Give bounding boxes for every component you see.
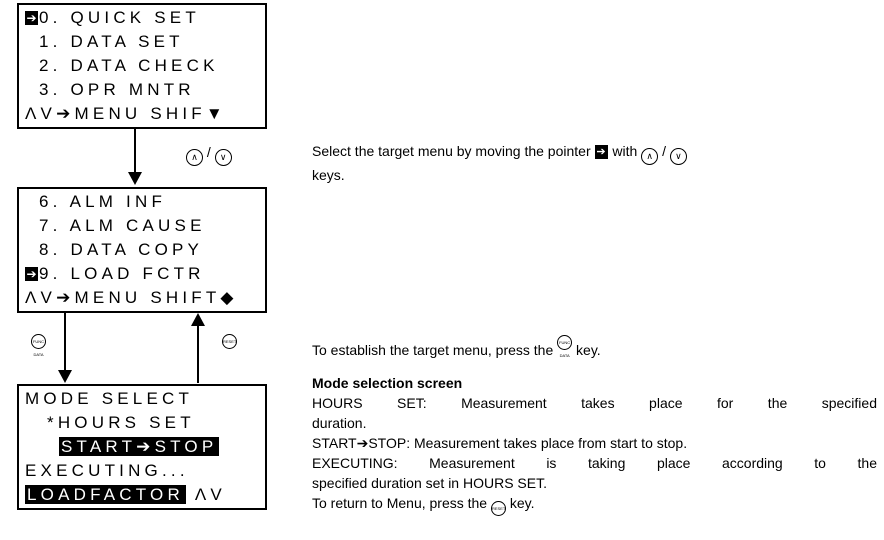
lcd-screen-menu-bottom: 6. ALM INF 7. ALM CAUSE 8. DATA COPY ➔9.… <box>17 187 267 313</box>
arrow-right-icon: ➔ <box>356 435 369 451</box>
arrow-down-line <box>134 129 136 174</box>
lcd-screen-mode-select: MODE SELECT *HOURS SET START➔STOP EXECUT… <box>17 384 267 510</box>
lcd-line: *HOURS SET <box>47 413 195 433</box>
lcd-line: 8. DATA COPY <box>39 240 203 260</box>
menu-item-data-check: 2. DATA CHECK <box>39 56 219 75</box>
slash: / <box>662 143 666 159</box>
lcd-line: 2. DATA CHECK <box>39 56 219 76</box>
reset-key-icon: RESET <box>490 501 506 516</box>
lcd-line: 7. ALM CAUSE <box>39 216 206 236</box>
lcd-line: EXECUTING... <box>25 461 189 481</box>
arrow-up-line <box>197 325 199 383</box>
lcd-footer: LOADFACTOR ΛV <box>25 485 226 505</box>
return-key: key. <box>509 495 535 511</box>
down-key-icon: ∨ <box>214 149 232 166</box>
executing-description-2: specified duration set in HOURS SET. <box>312 475 547 491</box>
lcd-line: 1. DATA SET <box>39 32 184 52</box>
select-text: Select the target menu by moving the poi… <box>312 143 591 159</box>
reset-key-icon: RESET <box>222 334 237 349</box>
lcd-line: 3. OPR MNTR <box>39 80 195 100</box>
loadfactor-label: LOADFACTOR <box>25 485 186 504</box>
arrow-up-icon <box>191 313 205 326</box>
mode-select-title: MODE SELECT <box>25 389 194 408</box>
select-instruction: Select the target menu by moving the poi… <box>312 141 877 185</box>
lcd-line: 6. ALM INF <box>39 192 166 212</box>
func-data-key-icon: FUNC DATA <box>557 335 573 358</box>
menu-item-opr-mntr: 3. OPR MNTR <box>39 80 195 99</box>
hours-set-description: HOURS SET: Measurement takes place for t… <box>312 395 877 411</box>
option-hours-set: *HOURS SET <box>47 413 195 432</box>
establish-key: key. <box>576 342 601 358</box>
arrow-down-icon <box>128 172 142 185</box>
down-key-icon: ∨ <box>669 148 687 165</box>
return-text: To return to Menu, press the <box>312 495 488 511</box>
up-key-icon: ∧ <box>641 148 659 165</box>
lcd-screen-menu-top: ➔0. QUICK SET 1. DATA SET 2. DATA CHECK … <box>17 3 267 129</box>
updown-hint: ΛV <box>194 485 226 504</box>
menu-item-data-set: 1. DATA SET <box>39 32 184 51</box>
pointer-icon: ➔ <box>594 145 608 159</box>
func-data-key-icon: FUNC DATA <box>31 334 46 357</box>
establish-text: To establish the target menu, press the <box>312 342 554 358</box>
select-keys: keys. <box>312 167 345 183</box>
option-start-stop: START➔STOP <box>59 437 220 456</box>
lcd-footer: ΛV➔MENU SHIF▼ <box>25 104 227 124</box>
lcd-line: ➔0. QUICK SET <box>25 8 200 28</box>
arrow-down-line <box>64 313 66 372</box>
select-with: with <box>612 143 638 159</box>
establish-instruction: To establish the target menu, press the … <box>312 335 601 360</box>
option-executing: EXECUTING... <box>25 461 189 480</box>
up-key-icon: ∧ <box>186 149 203 166</box>
lcd-footer-text: ΛV➔MENU SHIFT◆ <box>25 288 238 307</box>
arrow-down-icon <box>58 370 72 383</box>
menu-item-alm-cause: 7. ALM CAUSE <box>39 216 206 235</box>
menu-item-load-fctr: 9. LOAD FCTR <box>39 264 205 283</box>
mode-selection-description: Mode selection screen HOURS SET: Measure… <box>312 373 877 516</box>
lcd-footer: ΛV➔MENU SHIFT◆ <box>25 288 238 308</box>
lcd-footer-text: ΛV➔MENU SHIF▼ <box>25 104 227 123</box>
return-instruction: To return to Menu, press the RESET key. <box>312 493 877 516</box>
slash: / <box>206 144 211 160</box>
start-stop-text: STOP: Measurement takes place from start… <box>368 435 688 451</box>
lcd-line: START➔STOP <box>59 437 220 457</box>
pointer-icon: ➔ <box>25 267 38 281</box>
start-stop-description: START➔STOP: Measurement takes place from… <box>312 433 877 453</box>
updown-keys-label: ∧ / ∨ <box>186 142 232 166</box>
menu-item-quick-set: 0. QUICK SET <box>39 8 200 27</box>
pointer-icon: ➔ <box>25 11 38 25</box>
menu-item-alm-inf: 6. ALM INF <box>39 192 167 211</box>
executing-description: EXECUTING: Measurement is taking place a… <box>312 455 877 471</box>
lcd-line: ➔9. LOAD FCTR <box>25 264 205 284</box>
mode-selection-title: Mode selection screen <box>312 375 463 391</box>
start-label: START <box>312 435 357 451</box>
hours-set-description-2: duration. <box>312 415 367 431</box>
lcd-line: MODE SELECT <box>25 389 193 409</box>
menu-item-data-copy: 8. DATA COPY <box>39 240 204 259</box>
